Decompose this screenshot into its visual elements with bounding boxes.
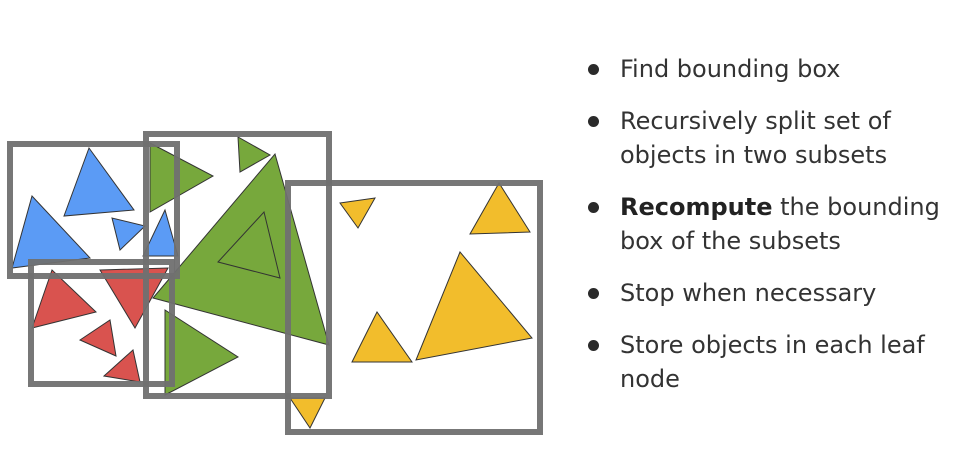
bullet-item: Stop when necessary (586, 276, 961, 310)
bullet-item: Recompute the bounding box of the subset… (586, 190, 961, 258)
bullet-item: Find bounding box (586, 52, 961, 86)
yellow-triangle (289, 397, 326, 429)
bullet-text: Store objects in each leaf node (620, 331, 925, 393)
red-triangle (99, 267, 169, 330)
yellow-triangle (351, 311, 413, 363)
bullet-text: Find bounding box (620, 55, 841, 83)
green-triangle (164, 309, 239, 396)
green-triangle (237, 136, 272, 173)
yellow-triangle (339, 197, 376, 229)
bullet-text: the bounding box of the subsets (620, 193, 940, 255)
bounding-boxes (7, 131, 543, 435)
red-triangle (102, 349, 141, 383)
bvh-diagram (7, 131, 543, 435)
blue-triangle (142, 208, 179, 257)
bullet-bold-text: Recompute (620, 193, 773, 221)
bullet-item: Recursively split set of objects in two … (586, 104, 961, 172)
blue-triangle (111, 217, 147, 251)
bullet-item: Store objects in each leaf node (586, 328, 961, 396)
bullet-text: Recursively split set of objects in two … (620, 107, 891, 169)
bounding-box-red (28, 259, 175, 387)
bounding-box-blue (7, 141, 180, 279)
yellow-triangle (469, 182, 531, 235)
green-triangle-inner (217, 210, 281, 279)
green-triangle (149, 142, 215, 213)
blue-triangles (11, 146, 179, 269)
bullet-text: Stop when necessary (620, 279, 877, 307)
yellow-triangles (289, 182, 533, 429)
red-triangle (78, 319, 117, 357)
yellow-triangle (415, 251, 533, 361)
red-triangles (31, 267, 169, 383)
bounding-box-yellow (285, 180, 543, 435)
blue-triangle (63, 146, 135, 217)
red-triangle (31, 269, 98, 329)
bullet-list: Find bounding box Recursively split set … (586, 52, 961, 396)
bounding-box-green (143, 131, 332, 399)
